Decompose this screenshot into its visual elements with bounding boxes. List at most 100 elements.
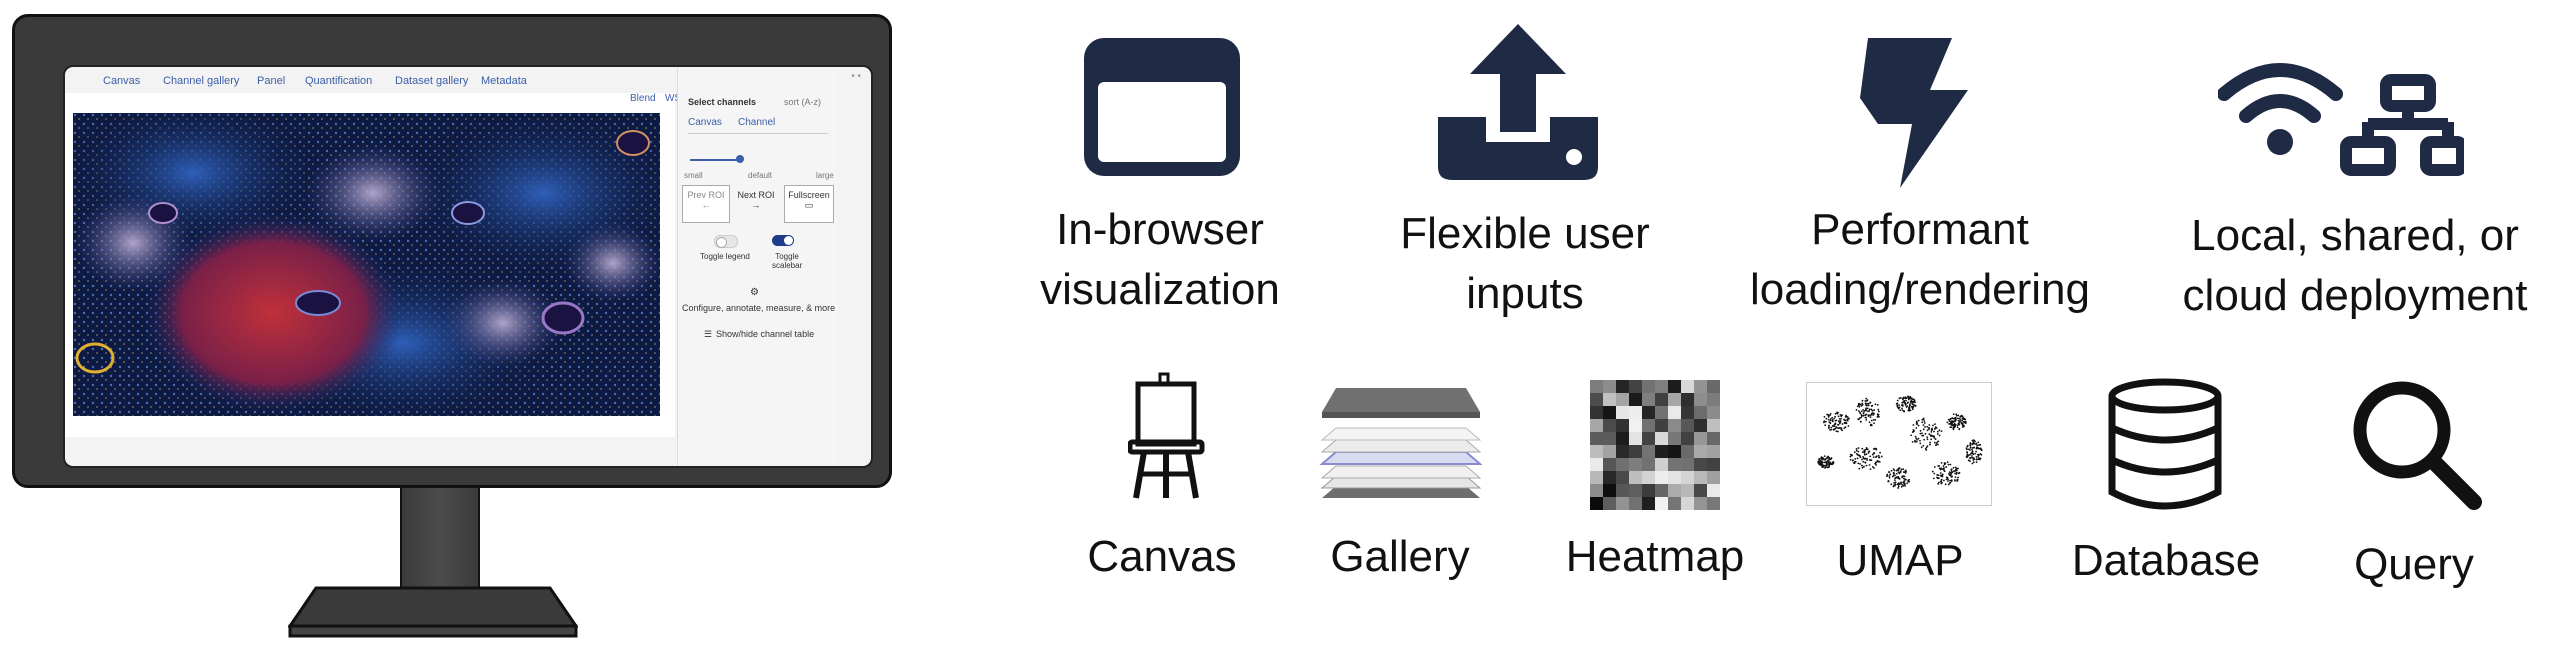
heatmap-cell <box>1616 432 1629 445</box>
umap-point <box>1902 396 1905 399</box>
size-slider-track[interactable] <box>690 159 740 161</box>
heatmap-cell <box>1707 380 1720 393</box>
nav-dataset-gallery[interactable]: Dataset gallery <box>395 75 469 87</box>
umap-point <box>1948 420 1951 422</box>
umap-point <box>1827 416 1830 418</box>
umap-point <box>1821 461 1824 464</box>
feature-line: In-browser <box>1056 205 1264 254</box>
umap-point <box>1909 395 1912 398</box>
umap-point <box>1873 467 1875 469</box>
toggle-scalebar-switch[interactable] <box>772 235 794 246</box>
umap-point <box>1874 418 1877 421</box>
umap-point <box>1907 398 1910 401</box>
heatmap-cell <box>1642 419 1655 432</box>
umap-point <box>1926 429 1929 432</box>
umap-point <box>1928 424 1931 426</box>
umap-point <box>1955 473 1958 475</box>
umap-point <box>1819 462 1822 464</box>
umap-point <box>1852 459 1854 462</box>
umap-point <box>1940 430 1943 433</box>
fullscreen-button[interactable]: Fullscreen ▭ <box>784 185 834 223</box>
umap-point <box>1898 478 1901 480</box>
umap-point <box>1911 431 1914 433</box>
window-controls[interactable]: • • <box>851 71 861 82</box>
umap-point <box>1957 414 1960 417</box>
show-hide-channel-table-link[interactable]: Show/hide channel table <box>716 329 815 339</box>
umap-point <box>1867 415 1870 418</box>
slider-label-large: large <box>816 171 834 180</box>
umap-point <box>1949 479 1951 482</box>
side-tab-channel[interactable]: Channel <box>738 117 776 128</box>
umap-point <box>1835 430 1838 433</box>
umap-point <box>1834 412 1837 415</box>
toggle-legend-switch[interactable] <box>714 235 738 248</box>
nav-channel-gallery[interactable]: Channel gallery <box>163 75 240 87</box>
umap-point <box>1909 397 1912 400</box>
umap-point <box>1821 458 1824 461</box>
umap-point <box>1865 464 1868 467</box>
nav-metadata[interactable]: Metadata <box>481 75 527 87</box>
configure-link[interactable]: Configure, annotate, measure, & more <box>682 303 836 313</box>
umap-point <box>1835 426 1837 428</box>
configure-icon[interactable]: ⚙ <box>750 287 759 298</box>
umap-point <box>1870 412 1873 415</box>
umap-point <box>1933 430 1935 433</box>
umap-point <box>1980 453 1983 456</box>
tab-blend[interactable]: Blend <box>630 93 656 104</box>
heatmap-cell <box>1616 458 1629 471</box>
magnifier-icon <box>2353 381 2482 510</box>
umap-point <box>1946 477 1949 479</box>
nav-panel[interactable]: Panel <box>257 75 286 87</box>
umap-point <box>1924 425 1926 428</box>
umap-point <box>1937 440 1940 443</box>
umap-point <box>1872 456 1875 459</box>
heatmap-cell <box>1590 471 1603 484</box>
app-top-nav: Canvas Channel gallery Panel Quantificat… <box>65 67 705 93</box>
umap-point <box>1865 416 1868 419</box>
umap-point <box>1910 434 1913 437</box>
heatmap-cell <box>1694 380 1707 393</box>
umap-point <box>1975 461 1978 464</box>
umap-point <box>1825 463 1828 465</box>
heatmap-cell <box>1603 484 1616 497</box>
heatmap-cell <box>1681 432 1694 445</box>
umap-point <box>1966 448 1968 451</box>
umap-point <box>1937 477 1940 480</box>
heatmap-cell <box>1655 380 1668 393</box>
heatmap-cell <box>1655 445 1668 458</box>
nav-quantification[interactable]: Quantification <box>305 75 373 87</box>
umap-point <box>1823 461 1826 464</box>
size-slider-handle[interactable] <box>736 155 744 163</box>
label-database: Database <box>2071 536 2261 585</box>
umap-point <box>1905 406 1908 408</box>
umap-point <box>1911 440 1914 443</box>
side-tab-canvas[interactable]: Canvas <box>688 117 722 128</box>
umap-point <box>1828 421 1831 424</box>
label-canvas: Canvas <box>1087 532 1237 581</box>
umap-point <box>1903 480 1906 482</box>
umap-point <box>1856 405 1859 408</box>
umap-point <box>1936 474 1939 476</box>
tab-wsi[interactable]: WSI <box>665 93 684 104</box>
tissue-image-viewer[interactable] <box>73 113 660 416</box>
heatmap-cell <box>1603 471 1616 484</box>
toggle-scalebar-label: Toggle scalebar <box>772 252 803 270</box>
umap-point <box>1938 481 1940 484</box>
umap-point <box>1904 397 1907 400</box>
sort-toggle[interactable]: sort (A-z) <box>784 97 821 107</box>
umap-point <box>1938 429 1941 432</box>
umap-point <box>1900 404 1903 407</box>
prev-roi-button[interactable]: Prev ROI ← <box>682 185 730 223</box>
heatmap-cell <box>1668 471 1681 484</box>
umap-point <box>1952 428 1955 431</box>
umap-point <box>1829 419 1832 422</box>
next-roi-button[interactable]: Next ROI → <box>732 185 780 223</box>
umap-point <box>1834 427 1837 430</box>
side-panel: Select channels sort (A-z) Canvas Channe… <box>677 67 838 466</box>
umap-point <box>1876 416 1879 418</box>
umap-point <box>1837 423 1839 426</box>
umap-point <box>1975 446 1978 449</box>
umap-point <box>1969 449 1971 451</box>
nav-canvas[interactable]: Canvas <box>103 75 141 87</box>
umap-point <box>1888 476 1891 479</box>
